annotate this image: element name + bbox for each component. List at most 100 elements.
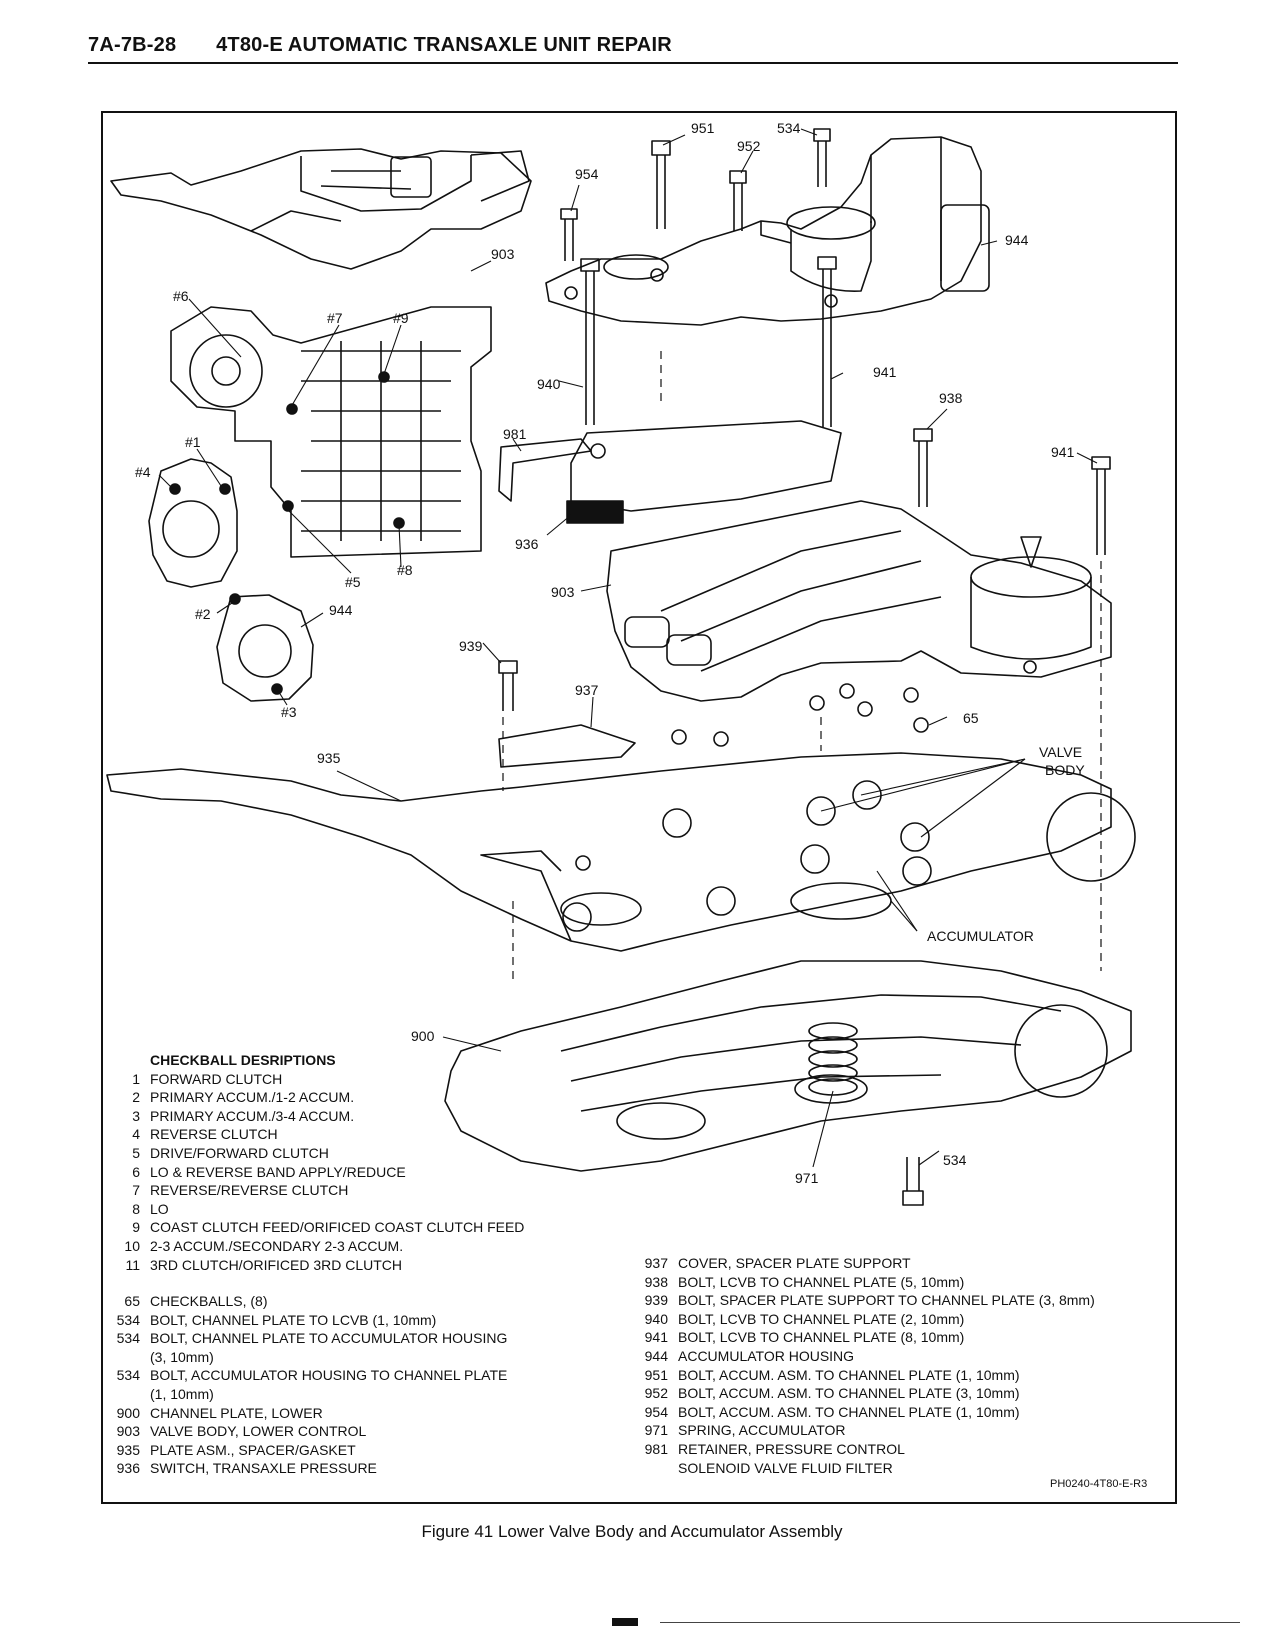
pressure-switch-936: [566, 500, 624, 524]
bolt-534-top: [813, 128, 831, 187]
checkballs-65: [575, 683, 929, 871]
callout-936: 936: [515, 536, 539, 552]
part-item-text: BOLT, ACCUM. ASM. TO CHANNEL PLATE (1, 1…: [678, 1403, 1020, 1420]
part-item-number: 951: [644, 1366, 668, 1383]
part-item-row: 534 BOLT, ACCUMULATOR HOUSING TO CHANNEL …: [112, 1366, 508, 1385]
part-item-text: BOLT, LCVB TO CHANNEL PLATE (5, 10mm): [678, 1273, 965, 1290]
checkball-item-text: COAST CLUTCH FEED/ORIFICED COAST CLUTCH …: [150, 1219, 525, 1236]
part-item-continuation: (3, 10mm): [150, 1348, 214, 1365]
checkball-item-row: 10 2-3 ACCUM./SECONDARY 2-3 ACCUM.: [112, 1237, 524, 1256]
part-item-number: 65: [124, 1293, 140, 1309]
part-item-row: 900 CHANNEL PLATE, LOWER: [112, 1404, 507, 1423]
spacer-plate-schematic: [170, 306, 492, 558]
overview-assembly: [110, 148, 532, 270]
gasket-outline-upper: [148, 458, 238, 588]
figure-caption: Figure 41 Lower Valve Body and Accumulat…: [421, 1522, 843, 1541]
bolt-954: [560, 208, 578, 261]
part-item-number: 534: [116, 1367, 140, 1384]
callout-941-right: 941: [1051, 444, 1075, 460]
page-header: 7A-7B-28 4T80-E AUTOMATIC TRANSAXLE UNIT…: [88, 34, 672, 57]
page-title: 4T80-E AUTOMATIC TRANSAXLE UNIT REPAIR: [216, 34, 672, 56]
label-checkball-4: #4: [135, 464, 151, 480]
part-item-number: 981: [644, 1440, 668, 1457]
part-item-number: 900: [116, 1404, 140, 1421]
bolt-939: [498, 660, 518, 711]
checkball-item-number: 10: [124, 1237, 140, 1254]
checkball-item-number: 5: [132, 1144, 140, 1161]
part-item-text: BOLT, LCVB TO CHANNEL PLATE (2, 10mm): [678, 1310, 965, 1327]
header-rule: [88, 62, 1178, 64]
part-item-number: 940: [644, 1310, 668, 1327]
callout-981: 981: [503, 426, 527, 442]
accumulator-housing-944: [545, 136, 990, 326]
bolt-952: [729, 170, 747, 231]
bolt-941-right: [1091, 456, 1111, 555]
part-item-text: BOLT, ACCUM. ASM. TO CHANNEL PLATE (1, 1…: [678, 1366, 1020, 1383]
checkball-item-text: 2-3 ACCUM./SECONDARY 2-3 ACCUM.: [150, 1237, 404, 1254]
part-item-text: CHANNEL PLATE, LOWER: [150, 1404, 323, 1421]
label-checkball-5: #5: [345, 574, 361, 590]
figure-code: PH0240-4T80-E-R3: [1050, 1478, 1148, 1490]
part-item-row: 940 BOLT, LCVB TO CHANNEL PLATE (2, 10mm): [640, 1310, 1095, 1329]
checkball-item-text: PRIMARY ACCUM./1-2 ACCUM.: [150, 1089, 355, 1106]
label-checkball-2: #2: [195, 606, 211, 622]
valve-body-903: [606, 500, 1112, 702]
retainer-981: [498, 438, 592, 502]
callout-534-top: 534: [777, 120, 801, 136]
footer-mark: [612, 1618, 638, 1626]
callout-951: 951: [691, 120, 715, 136]
checkball-item-text: REVERSE/REVERSE CLUTCH: [150, 1182, 349, 1199]
channel-plate-900: [444, 960, 1132, 1172]
part-item-number: 954: [644, 1403, 668, 1420]
page-number: 7A-7B-28: [88, 34, 177, 56]
checkball-item-number: 11: [125, 1256, 140, 1273]
checkball-item-number: 7: [132, 1182, 140, 1199]
gasket-outline-lower: [216, 593, 314, 702]
checkball-item-number: 2: [132, 1089, 140, 1106]
part-item-number: 903: [116, 1423, 140, 1440]
part-item-text: BOLT, ACCUMULATOR HOUSING TO CHANNEL PLA…: [150, 1367, 508, 1384]
checkball-item-number: 1: [132, 1070, 140, 1087]
part-item-number: 971: [644, 1422, 668, 1439]
callout-944-gasket: 944: [329, 602, 353, 618]
part-item-number: 937: [644, 1255, 668, 1271]
callout-940: 940: [537, 376, 561, 392]
label-checkball-1: #1: [185, 434, 201, 450]
callout-954: 954: [575, 166, 599, 182]
part-item-continuation: (1, 10mm): [150, 1385, 214, 1402]
checkball-list: 1 FORWARD CLUTCH 2 PRIMARY ACCUM./1-2 ACCUM…: [112, 1070, 524, 1275]
part-item-text: BOLT, LCVB TO CHANNEL PLATE (8, 10mm): [678, 1329, 965, 1346]
checkball-legend-title: CHECKBALL DESRIPTIONS: [150, 1052, 336, 1068]
part-item-continuation: SOLENOID VALVE FLUID FILTER: [678, 1459, 893, 1476]
label-checkball-7: #7: [327, 310, 343, 326]
part-item-text: RETAINER, PRESSURE CONTROL: [678, 1440, 905, 1457]
part-item-number: 534: [116, 1330, 140, 1347]
callout-939: 939: [459, 638, 483, 654]
checkball-item-number: 8: [132, 1200, 140, 1217]
part-item-number: 938: [644, 1273, 668, 1290]
callout-971: 971: [795, 1170, 819, 1186]
checkball-item-text: FORWARD CLUTCH: [150, 1070, 283, 1087]
checkball-item-text: PRIMARY ACCUM./3-4 ACCUM.: [150, 1107, 355, 1124]
part-item-text: ACCUMULATOR HOUSING: [678, 1347, 855, 1364]
bolt-534-bottom: [902, 1157, 924, 1206]
part-item-number: 952: [644, 1385, 668, 1402]
checkball-item-text: LO & REVERSE BAND APPLY/REDUCE: [150, 1163, 406, 1180]
part-item-row: 938 BOLT, LCVB TO CHANNEL PLATE (5, 10mm): [640, 1273, 1095, 1292]
checkball-item-text: DRIVE/FORWARD CLUTCH: [150, 1144, 329, 1161]
figure-frame: [101, 111, 1177, 1504]
part-item-text: SWITCH, TRANSAXLE PRESSURE: [150, 1460, 377, 1477]
part-item-text: COVER, SPACER PLATE SUPPORT: [678, 1255, 911, 1271]
label-accumulator: ACCUMULATOR: [927, 928, 1034, 944]
